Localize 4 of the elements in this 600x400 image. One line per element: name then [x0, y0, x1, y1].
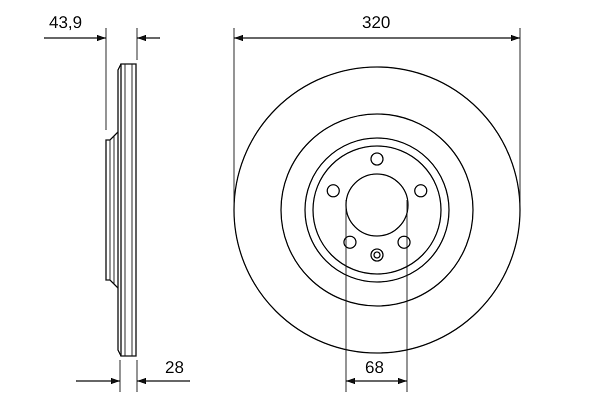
dimension-label: 320 [361, 14, 392, 31]
dimension-label: 28 [164, 359, 185, 376]
dimension-label: 43,9 [48, 14, 84, 31]
dimension-label: 68 [364, 359, 385, 376]
